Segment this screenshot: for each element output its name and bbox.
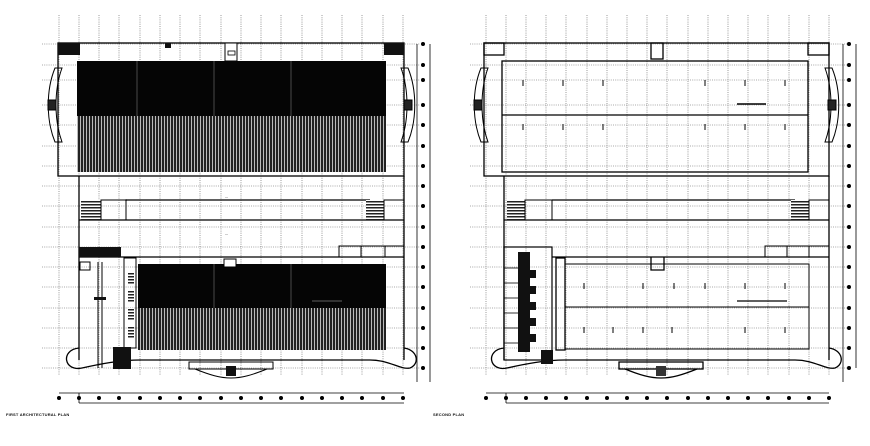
plan-right-caption: SECOND PLAN [433,412,464,417]
plan-right [470,15,856,403]
svg-text:—: — [225,195,228,199]
seating-block-lower [138,264,386,350]
plan-left: — — [42,15,430,403]
svg-text:—: — [225,232,228,236]
seating-block-upper [77,61,386,172]
plan-left-caption: FIRST ARCHITECTURAL PLAN [6,412,69,417]
